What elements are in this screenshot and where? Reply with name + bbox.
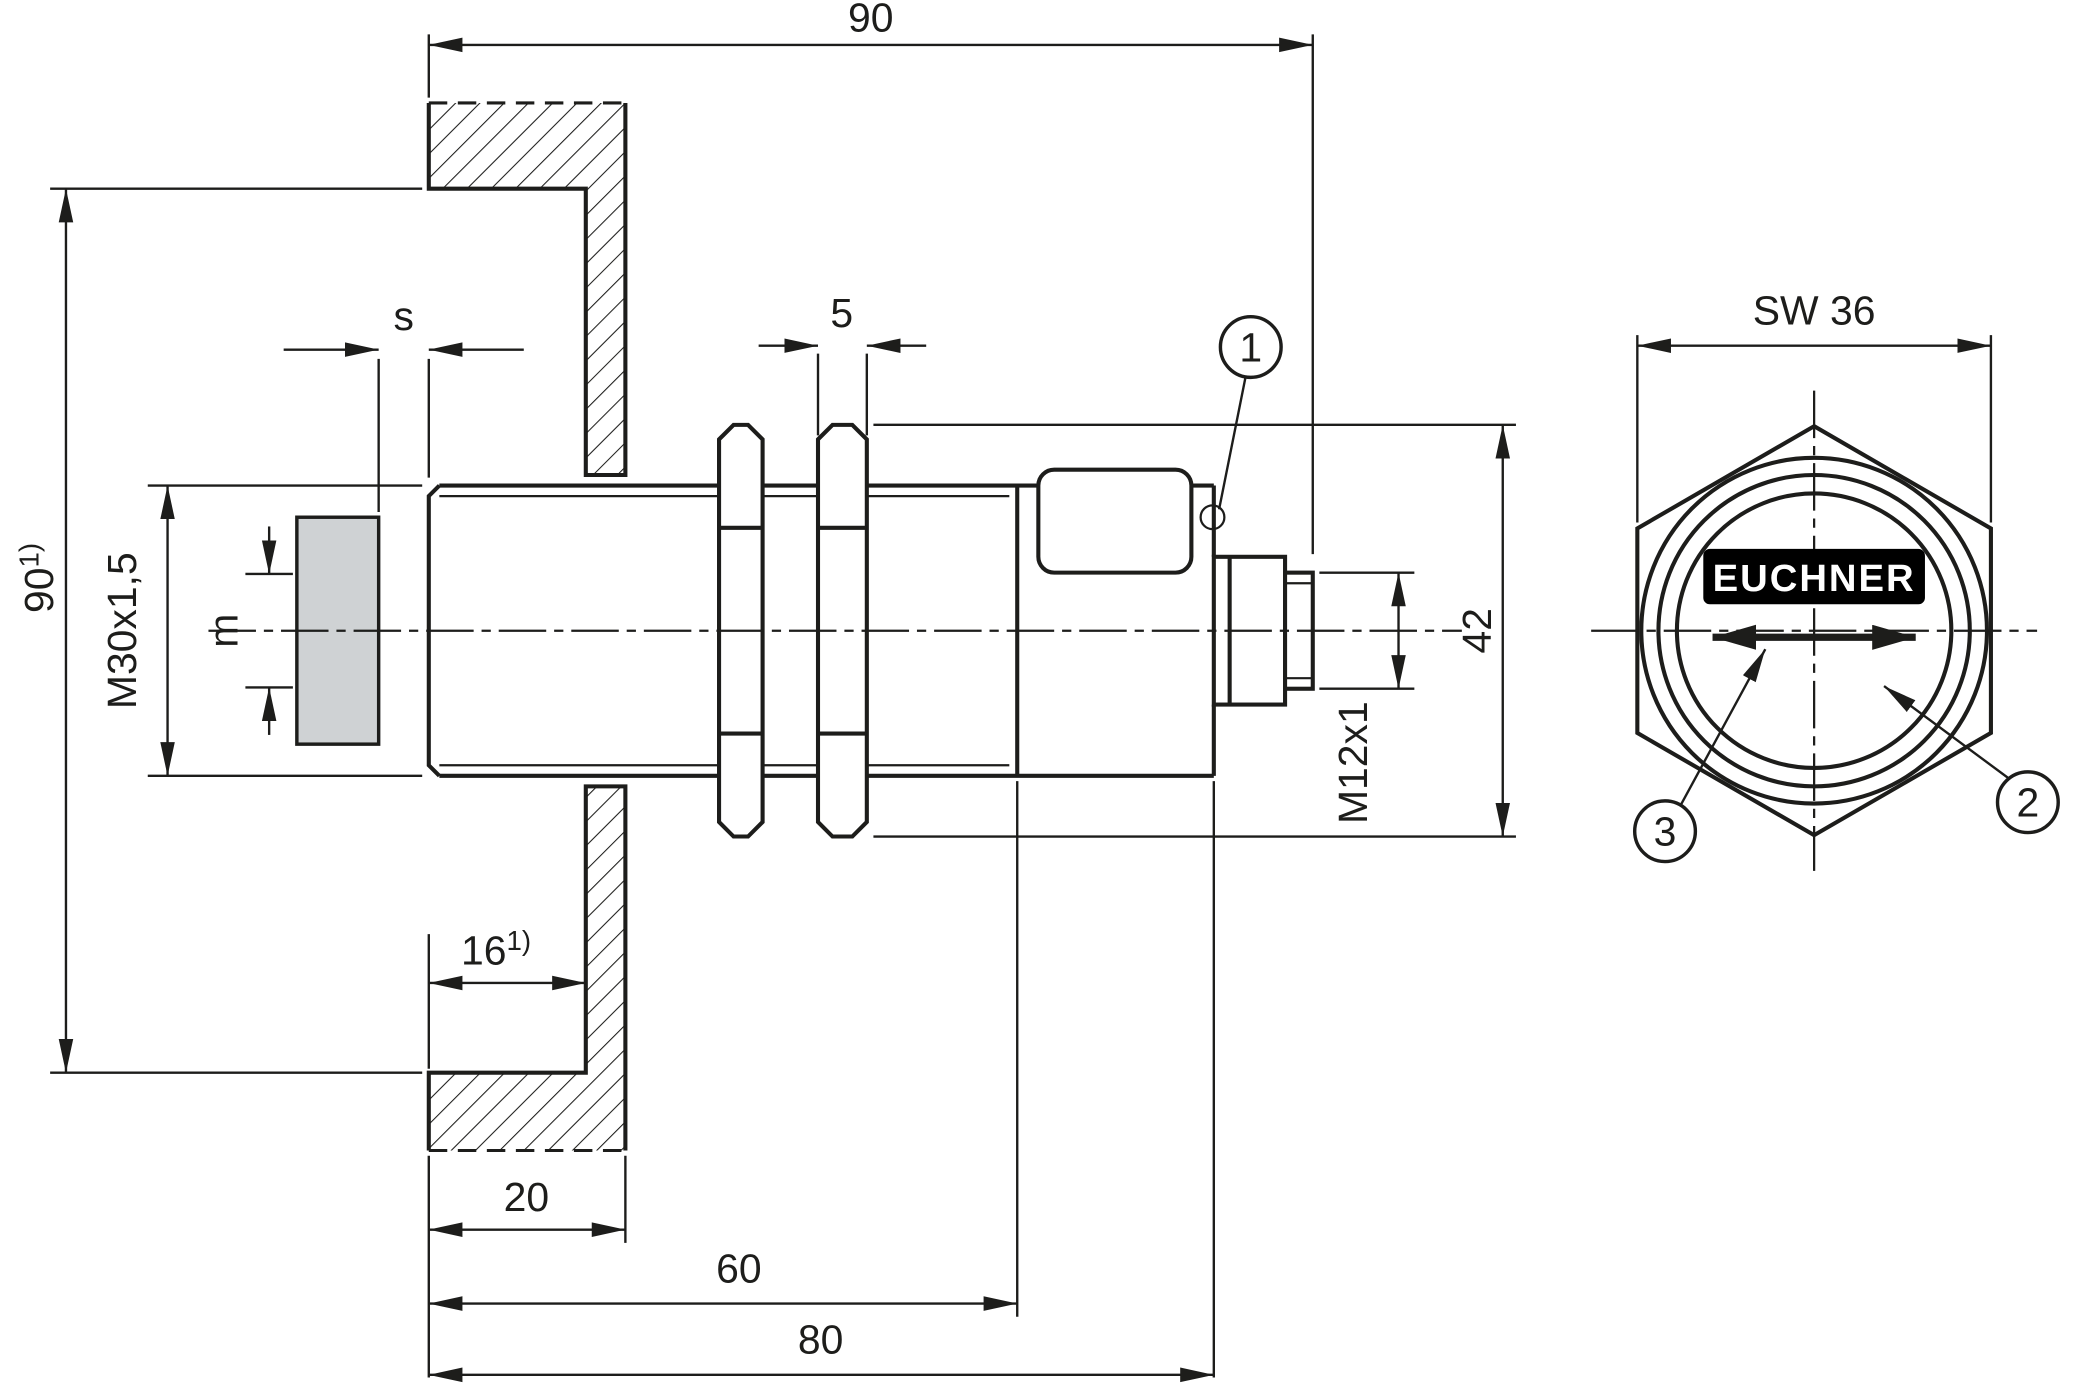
dim-switching-distance: s	[283, 293, 524, 512]
dim-wrench-size-label: SW 36	[1753, 288, 1876, 334]
logo-background	[1703, 548, 1925, 605]
dim-body-length: 80	[428, 781, 1216, 1383]
mounting-wall	[426, 101, 628, 1153]
dim-wall-thickness-label: 20	[504, 1174, 549, 1220]
end-view: EUCHNER SW 36 2 3	[1591, 288, 2060, 871]
callout-3: 3	[1632, 648, 1767, 864]
dim-plate-size: m	[200, 526, 293, 735]
euchner-logo: EUCHNER	[1703, 548, 1925, 650]
callout-2-label: 2	[2016, 780, 2039, 826]
dim-s-label: s	[393, 293, 413, 339]
dim-free-zone-label: 901)	[13, 543, 62, 613]
dim-thread-length: 60	[428, 781, 1019, 1317]
dim-free-zone: 901)	[13, 187, 423, 1074]
callout-3-label: 3	[1654, 809, 1677, 855]
dim-total-length: 90	[427, 0, 1314, 555]
dim-wrench-size: SW 36	[1636, 288, 1993, 523]
dim-nut-width-label: 5	[830, 290, 853, 336]
wall-outline-top	[426, 102, 628, 478]
callout-2-circle	[1995, 770, 2060, 835]
callout-2: 2	[1883, 685, 2060, 835]
dim-mounting-thread-label: M30x1,5	[99, 552, 145, 709]
dim-embed-depth: 161)	[427, 925, 586, 1069]
dim-across-corners-label: 42	[1454, 608, 1500, 653]
logo-text: EUCHNER	[1713, 557, 1916, 600]
dim-connector-thread: M12x1	[1319, 571, 1415, 824]
dim-mounting-thread: M30x1,5	[99, 484, 423, 778]
dim-connector-thread-label: M12x1	[1330, 701, 1376, 824]
dim-embed-depth-label: 161)	[461, 925, 531, 974]
dim-across-corners: 42	[873, 423, 1516, 838]
callout-1-circle	[1218, 314, 1283, 380]
dim-total-length-label: 90	[848, 0, 893, 41]
wall-break-edges	[428, 101, 626, 1153]
dim-thread-length-label: 60	[716, 1245, 761, 1291]
callout-1: 1	[1217, 314, 1283, 510]
callout-3-circle	[1632, 799, 1698, 864]
wall-outline-bottom	[426, 784, 628, 1151]
dimensions: 90 901) s 5	[13, 0, 1516, 1383]
housing-label-window	[1036, 467, 1194, 575]
callout-1-label: 1	[1239, 325, 1262, 371]
hex-nut-rear	[815, 422, 869, 839]
side-view: 90 901) s 5	[13, 0, 1516, 1383]
wall-hatch-top	[428, 102, 626, 476]
thread-lines	[439, 494, 1010, 767]
wall-hatch-bottom	[428, 786, 626, 1151]
dim-wall-thickness: 20	[427, 1155, 627, 1378]
dim-body-length-label: 80	[798, 1317, 843, 1363]
dim-plate-size-label: m	[200, 614, 246, 648]
dim-nut-width: 5	[758, 290, 927, 436]
